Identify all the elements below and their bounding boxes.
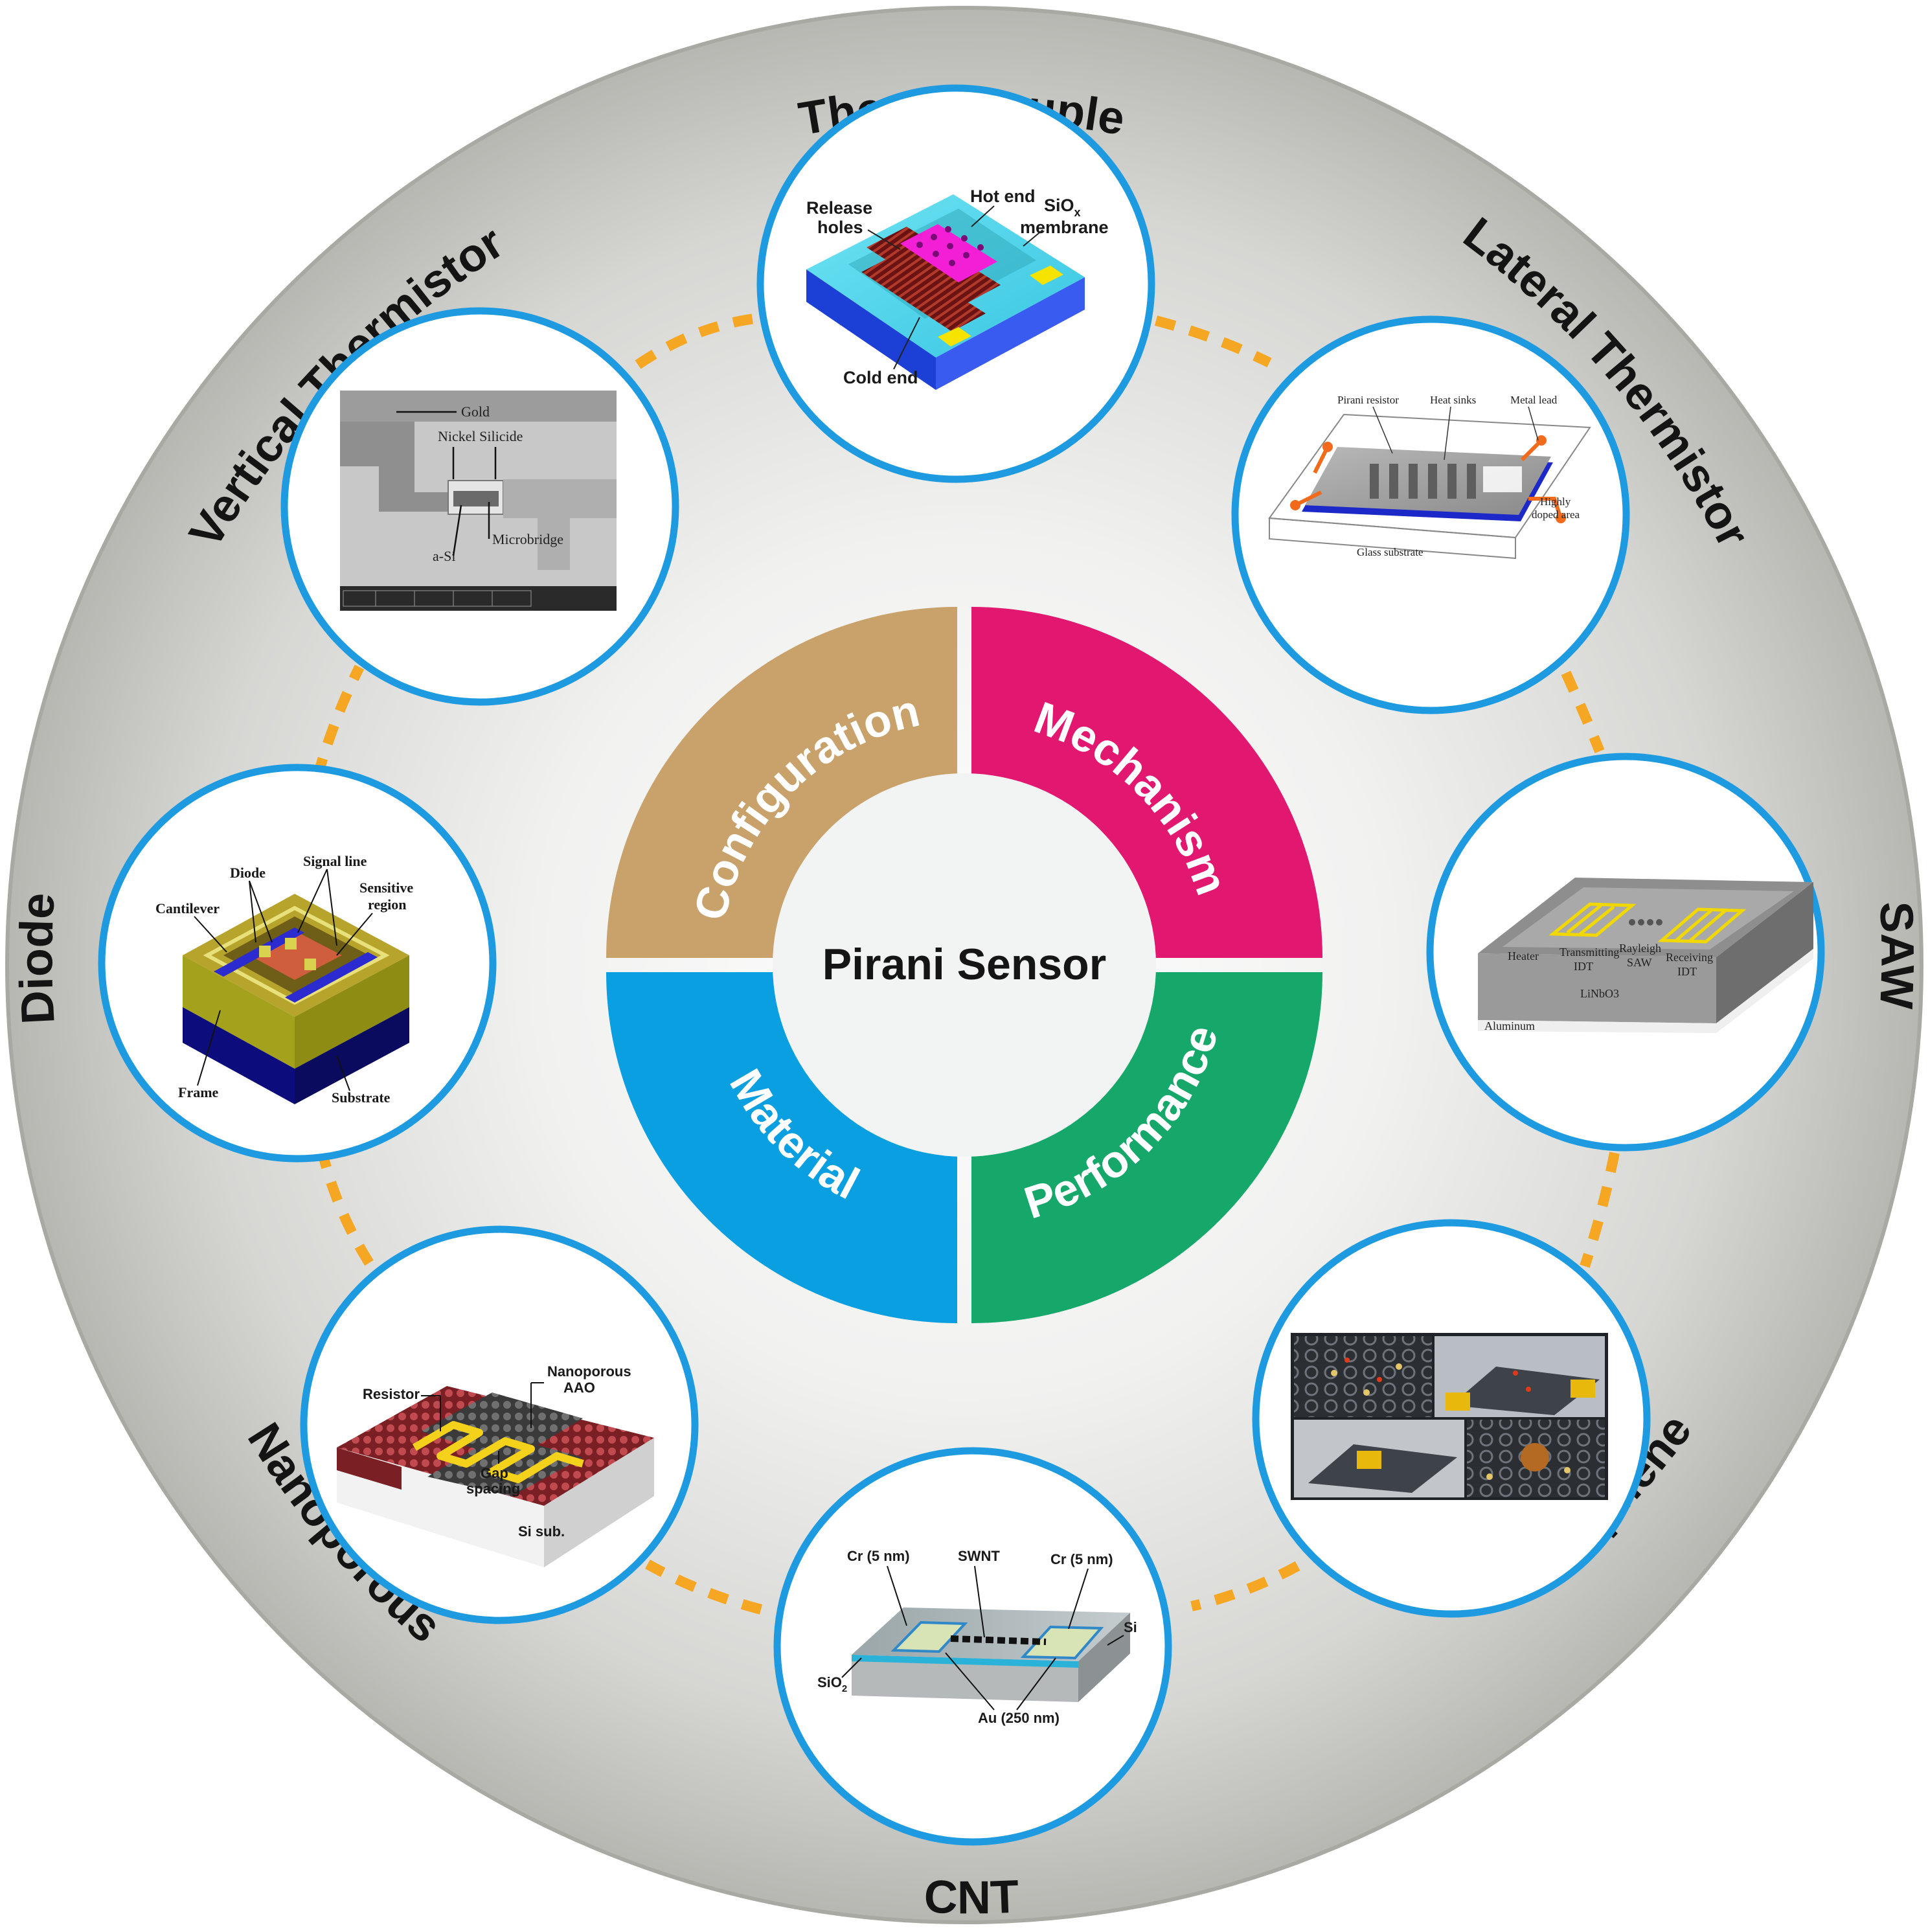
connector-cnt-nanoporous — [645, 1560, 763, 1615]
graphene-illustration — [1291, 1333, 1608, 1500]
annot-metal-lead: Metal lead — [1510, 394, 1558, 406]
annot-heat-sinks: Heat sinks — [1430, 394, 1476, 406]
annot-resistor: Resistor — [363, 1386, 420, 1402]
annot-signal-line: Signal line — [303, 853, 367, 869]
annot-rayleigh-saw-2: SAW — [1627, 956, 1652, 969]
annot-si-sub: Si sub. — [518, 1523, 565, 1540]
annot-diode: Diode — [230, 865, 266, 881]
annot-si: Si — [1124, 1619, 1137, 1635]
annot-hot-end: Hot end — [970, 187, 1036, 206]
annot-cold-end: Cold end — [843, 368, 918, 387]
center-hub — [773, 773, 1156, 1157]
annot-receiving-idt-2: IDT — [1677, 965, 1697, 978]
annot-gap-spacing: Gap — [481, 1465, 508, 1481]
label-cnt: CNT — [923, 1871, 1019, 1924]
annot-aluminum: Aluminum — [1484, 1019, 1535, 1032]
cnt-illustration: Cr (5 nm) SWNT Cr (5 nm) Si SiO2 Au (250… — [817, 1548, 1137, 1726]
connector-nanoporous-diode — [317, 1152, 374, 1266]
annot-gap-spacing-2: spacing — [466, 1481, 520, 1497]
label-diode: Diode — [10, 891, 64, 1025]
connector-thermocouple-lthermistor — [1154, 315, 1272, 368]
annot-asi: a-Si — [433, 548, 455, 564]
connector-vthermistor-thermocouple — [635, 313, 756, 369]
annot-siox: SiOx — [1044, 196, 1081, 219]
annot-glass-substrate: Glass substrate — [1357, 546, 1423, 558]
saw-illustration: Heater Transmitting IDT Rayleigh SAW Rec… — [1478, 878, 1813, 1033]
annot-heater: Heater — [1508, 949, 1539, 962]
annot-pirani-resistor: Pirani resistor — [1337, 394, 1399, 406]
connector-saw-graphene — [1580, 1152, 1620, 1268]
annot-gold: Gold — [461, 403, 490, 420]
diode-illustration: Diode Signal line Cantilever Sensitive r… — [155, 853, 413, 1106]
annot-release-holes: Release — [806, 198, 872, 218]
connector-diode-vthermistor — [312, 665, 365, 779]
annot-microbridge: Microbridge — [492, 531, 563, 547]
annot-cr-right: Cr (5 nm) — [1050, 1551, 1113, 1567]
annot-membrane: membrane — [1020, 218, 1109, 237]
annot-nanoporous-aao-2: AAO — [563, 1380, 595, 1396]
annot-highly-doped-2: doped area — [1532, 508, 1580, 521]
nanoporous-illustration: Resistor Nanoporous AAO Gap spacing Si s… — [337, 1363, 654, 1567]
annot-swnt: SWNT — [958, 1548, 1000, 1564]
label-saw: SAW — [1870, 900, 1923, 1010]
annot-frame: Frame — [178, 1084, 219, 1100]
annot-receiving-idt: Receiving — [1666, 951, 1713, 964]
annot-cr-left: Cr (5 nm) — [847, 1548, 910, 1564]
annot-sio2: SiO2 — [817, 1674, 847, 1694]
annot-release-holes-2: holes — [817, 218, 863, 237]
annot-nickel-silicide: Nickel Silicide — [438, 428, 523, 444]
annot-cantilever: Cantilever — [155, 900, 220, 916]
annot-sensitive-region-2: region — [368, 896, 406, 913]
annot-linbo3: LiNbO3 — [1580, 987, 1619, 1000]
lateral-thermistor-illustration: Pirani resistor Heat sinks Metal lead Hi… — [1268, 394, 1591, 560]
annot-nanoporous-aao: Nanoporous — [547, 1363, 631, 1380]
annot-rayleigh-saw: Rayleigh — [1619, 942, 1661, 955]
annot-substrate: Substrate — [332, 1089, 391, 1106]
annot-au: Au (250 nm) — [978, 1710, 1060, 1726]
annot-highly-doped: Highly — [1540, 495, 1571, 508]
annot-transmitting-idt-2: IDT — [1574, 960, 1593, 973]
center-title: Pirani Sensor — [822, 940, 1106, 989]
thermocouple-illustration: Release holes Hot end SiOx membrane Cold… — [806, 187, 1109, 390]
annot-transmitting-idt: Transmitting — [1559, 946, 1619, 959]
vertical-thermistor-illustration: Gold Nickel Silicide Microbridge a-Si — [340, 391, 617, 611]
annot-sensitive-region: Sensitive — [359, 880, 413, 896]
